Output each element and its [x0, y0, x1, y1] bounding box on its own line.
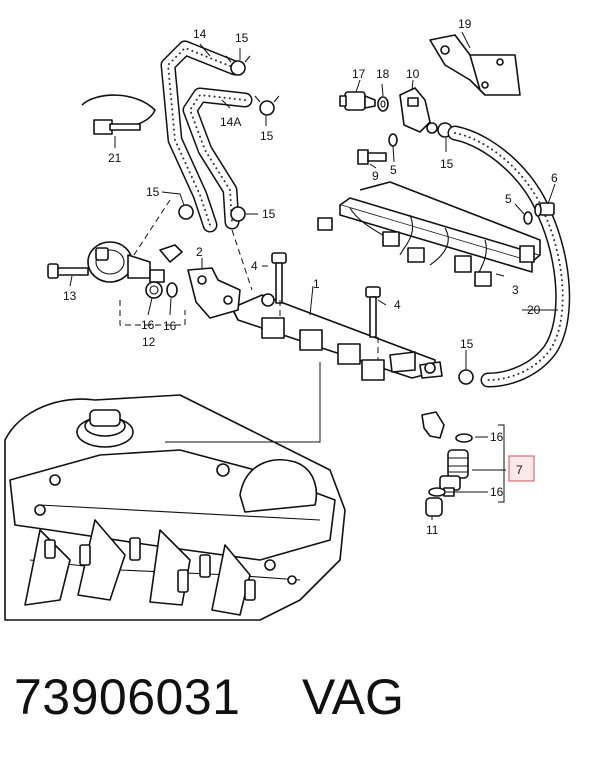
washer-5b [523, 211, 533, 225]
callout-4: 4 [394, 298, 401, 312]
bolt-9 [357, 149, 387, 165]
fuel-rail-1 [231, 293, 443, 381]
seal-11 [425, 497, 443, 517]
callout-19: 19 [458, 17, 472, 31]
callout-16: 16 [163, 319, 177, 333]
o-ring-16c [455, 433, 473, 443]
callout-5: 5 [390, 163, 397, 177]
wiring-harness-3 [317, 181, 541, 287]
callout-7-highlight [508, 455, 535, 482]
callout-14: 14 [193, 27, 207, 41]
injector-clip [421, 411, 445, 439]
callout-10: 10 [406, 67, 420, 81]
leader-lines [69, 31, 558, 520]
injector-7 [439, 449, 469, 497]
callout-16: 16 [490, 485, 504, 499]
callout-6: 6 [551, 171, 558, 185]
callout-18: 18 [376, 67, 390, 81]
callout-15: 15 [460, 337, 474, 351]
sensor-17 [339, 91, 376, 111]
callout-21: 21 [108, 151, 122, 165]
footer: 73906031 VAG [0, 648, 600, 760]
callout-20: 20 [527, 303, 541, 317]
callout-15: 15 [235, 31, 249, 45]
callout-labels: 14 15 14A 15 19 17 18 10 15 9 5 21 6 5 1… [63, 17, 558, 537]
hose-clamp-lower [458, 369, 474, 385]
callout-11: 11 [426, 523, 439, 537]
pressure-regulator [87, 241, 183, 283]
brand-name: VAG [302, 669, 404, 725]
callout-15: 15 [440, 157, 454, 171]
callout-15: 15 [260, 129, 274, 143]
hose-clamp-mid [178, 204, 246, 222]
callout-1: 1 [313, 277, 320, 291]
hose-clamp-top [225, 55, 280, 116]
hose-14 [160, 40, 253, 233]
hose-clip-21 [81, 94, 156, 135]
bolt-13 [47, 263, 89, 279]
callout-3: 3 [512, 283, 519, 297]
callout-4: 4 [251, 259, 258, 273]
bracket-19 [429, 34, 521, 96]
callout-16: 16 [141, 318, 155, 332]
callout-5: 5 [505, 192, 512, 206]
seal-16a [145, 281, 163, 299]
bracket-2 [187, 267, 241, 319]
callout-15: 15 [146, 185, 160, 199]
washer-5a [388, 133, 398, 147]
part-number: 73906031 [14, 669, 241, 725]
callout-16: 16 [490, 430, 504, 444]
o-ring-16b [166, 282, 178, 298]
callout-15: 15 [262, 207, 276, 221]
o-ring-16d [428, 487, 446, 497]
hose-20 [447, 125, 571, 388]
callout-9: 9 [372, 169, 379, 183]
callout-7: 7 [516, 463, 523, 477]
connector-6 [534, 202, 555, 217]
engine-block [4, 362, 346, 621]
seal-ring-18 [377, 96, 389, 112]
bolt-4b [365, 286, 381, 338]
parts-diagram: 14 15 14A 15 19 17 18 10 15 9 5 21 6 5 1… [4, 17, 571, 621]
callout-2: 2 [196, 245, 203, 259]
callout-17: 17 [352, 67, 366, 81]
sensor-10 [399, 87, 438, 134]
callout-14a: 14A [220, 115, 241, 129]
bolt-4a [271, 252, 287, 304]
callout-13: 13 [63, 289, 77, 303]
callout-12: 12 [142, 335, 156, 349]
